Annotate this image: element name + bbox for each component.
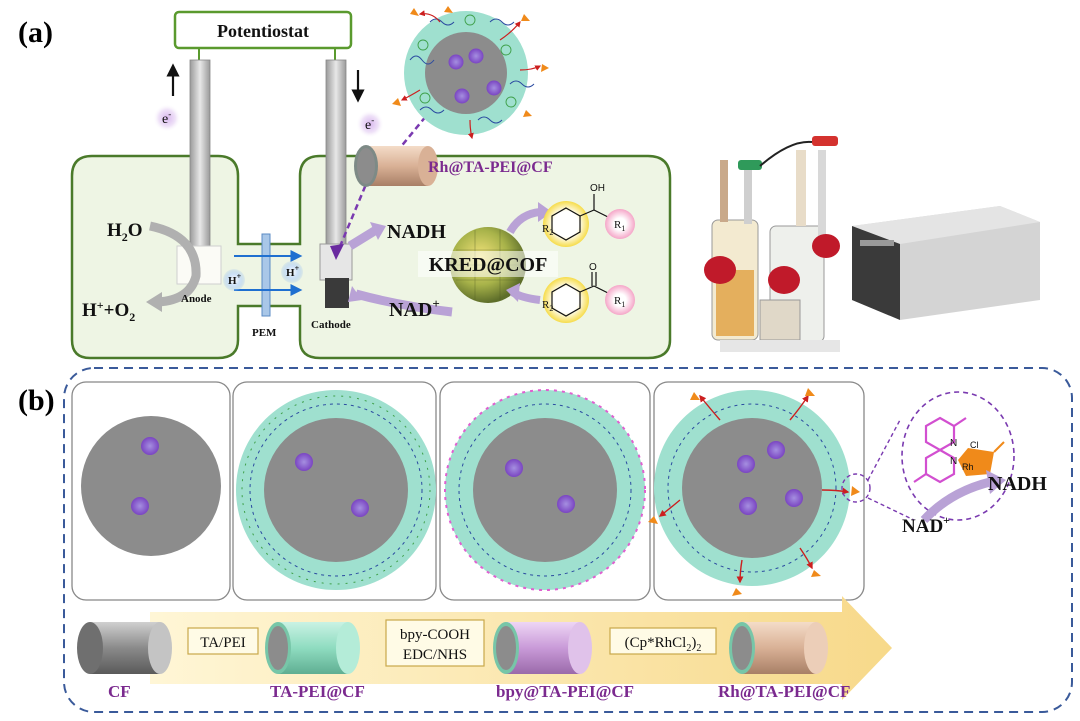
zoom-electron-4 bbox=[486, 80, 502, 96]
cl-atom: Cl bbox=[970, 440, 979, 450]
rh-electron-1 bbox=[737, 455, 755, 473]
rh-electron-3 bbox=[739, 497, 757, 515]
panel-b-label: (b) bbox=[18, 384, 55, 417]
nad-label-b: NAD+ bbox=[902, 513, 950, 537]
stage-label-ta-pei: TA-PEI@CF bbox=[270, 682, 365, 701]
potentiostat-label: Potentiostat bbox=[217, 21, 309, 41]
ta-pei-electron-1 bbox=[295, 453, 313, 471]
zoom-electron-2 bbox=[468, 48, 484, 64]
oh-label: OH bbox=[590, 183, 605, 194]
bpy-core bbox=[473, 418, 617, 562]
rh-electron-4 bbox=[785, 489, 803, 507]
stage-label-rh: Rh@TA-PEI@CF bbox=[718, 682, 850, 701]
n-atom-1: N bbox=[950, 438, 957, 449]
proton-right: H+ bbox=[286, 264, 300, 279]
bpy-electron-1 bbox=[505, 459, 523, 477]
nad-arrow bbox=[354, 289, 453, 317]
kred-label: KRED@COF bbox=[429, 254, 548, 276]
step-3-text: (Cp*RhCl2)2 bbox=[625, 635, 702, 654]
bpy-electron-2 bbox=[557, 495, 575, 513]
zoom-electron-3 bbox=[454, 88, 470, 104]
rh-electron-2 bbox=[767, 441, 785, 459]
anode-rod bbox=[189, 59, 211, 257]
cylinder-cf bbox=[77, 622, 172, 674]
zoom-sphere bbox=[392, 6, 549, 140]
electrode-label-a: Rh@TA-PEI@CF bbox=[428, 159, 553, 176]
electrolysis-cell bbox=[70, 154, 672, 360]
ketone-r2: R2 bbox=[542, 299, 553, 313]
nadh-arrow bbox=[347, 226, 379, 250]
anode-label: Anode bbox=[181, 293, 212, 305]
potentiostat-box bbox=[173, 10, 353, 50]
pem-label: PEM bbox=[252, 327, 277, 339]
ta-pei-core bbox=[264, 418, 408, 562]
rh-nad-arrow bbox=[920, 477, 992, 524]
cf-electron-1 bbox=[141, 437, 159, 455]
ketone-product bbox=[543, 272, 635, 323]
rh-complex-zoom bbox=[901, 391, 1015, 521]
step-box-1 bbox=[187, 627, 259, 655]
cathode-felt bbox=[325, 278, 349, 308]
cathode-label: Cathode bbox=[311, 319, 351, 331]
water-label: H2O bbox=[107, 220, 143, 244]
rh-core bbox=[682, 418, 822, 558]
panel-a-label: (a) bbox=[18, 16, 53, 49]
stage-label-bpy: bpy@TA-PEI@CF bbox=[496, 682, 634, 701]
n-atom-2: N bbox=[950, 456, 957, 467]
setup-photo bbox=[700, 136, 1070, 360]
anode-products: H++O2 bbox=[82, 298, 135, 324]
anode-oxidation-arrow bbox=[148, 221, 201, 307]
step-2-line1: bpy-COOH bbox=[400, 627, 470, 643]
panel-b-frame bbox=[63, 367, 1073, 713]
cathode-electron: e- bbox=[365, 115, 374, 133]
cylinder-rh bbox=[729, 622, 828, 674]
alcohol-product bbox=[543, 194, 635, 247]
rh-atom: Rh bbox=[962, 462, 974, 472]
proton-left: H+ bbox=[228, 272, 242, 287]
bipyridine-structure bbox=[913, 416, 967, 484]
cf-sphere bbox=[81, 416, 221, 556]
o-label: O bbox=[589, 262, 597, 273]
ta-pei-electron-2 bbox=[351, 499, 369, 517]
electrode-cylinder-a bbox=[354, 145, 438, 187]
zoom-electron-1 bbox=[448, 54, 464, 70]
nadh-label-a: NADH bbox=[387, 221, 446, 243]
cf-electron-2 bbox=[131, 497, 149, 515]
alcohol-r1: R1 bbox=[614, 219, 625, 233]
step-2-line2: EDC/NHS bbox=[403, 647, 467, 663]
cylinder-ta-pei bbox=[265, 622, 360, 674]
cylinder-bpy bbox=[493, 622, 592, 674]
stage-label-cf: CF bbox=[108, 682, 131, 701]
step-box-2 bbox=[385, 619, 485, 667]
nad-label-a: NAD+ bbox=[389, 296, 440, 321]
nadh-label-b: NADH bbox=[988, 473, 1047, 495]
anode-electron: e- bbox=[162, 109, 171, 127]
step-1-text: TA/PEI bbox=[200, 635, 245, 651]
cathode-rod bbox=[325, 59, 347, 253]
step-box-3 bbox=[609, 627, 717, 655]
ketone-r1: R1 bbox=[614, 295, 625, 309]
alcohol-r2: R2 bbox=[542, 223, 553, 237]
pem-membrane bbox=[261, 233, 271, 317]
